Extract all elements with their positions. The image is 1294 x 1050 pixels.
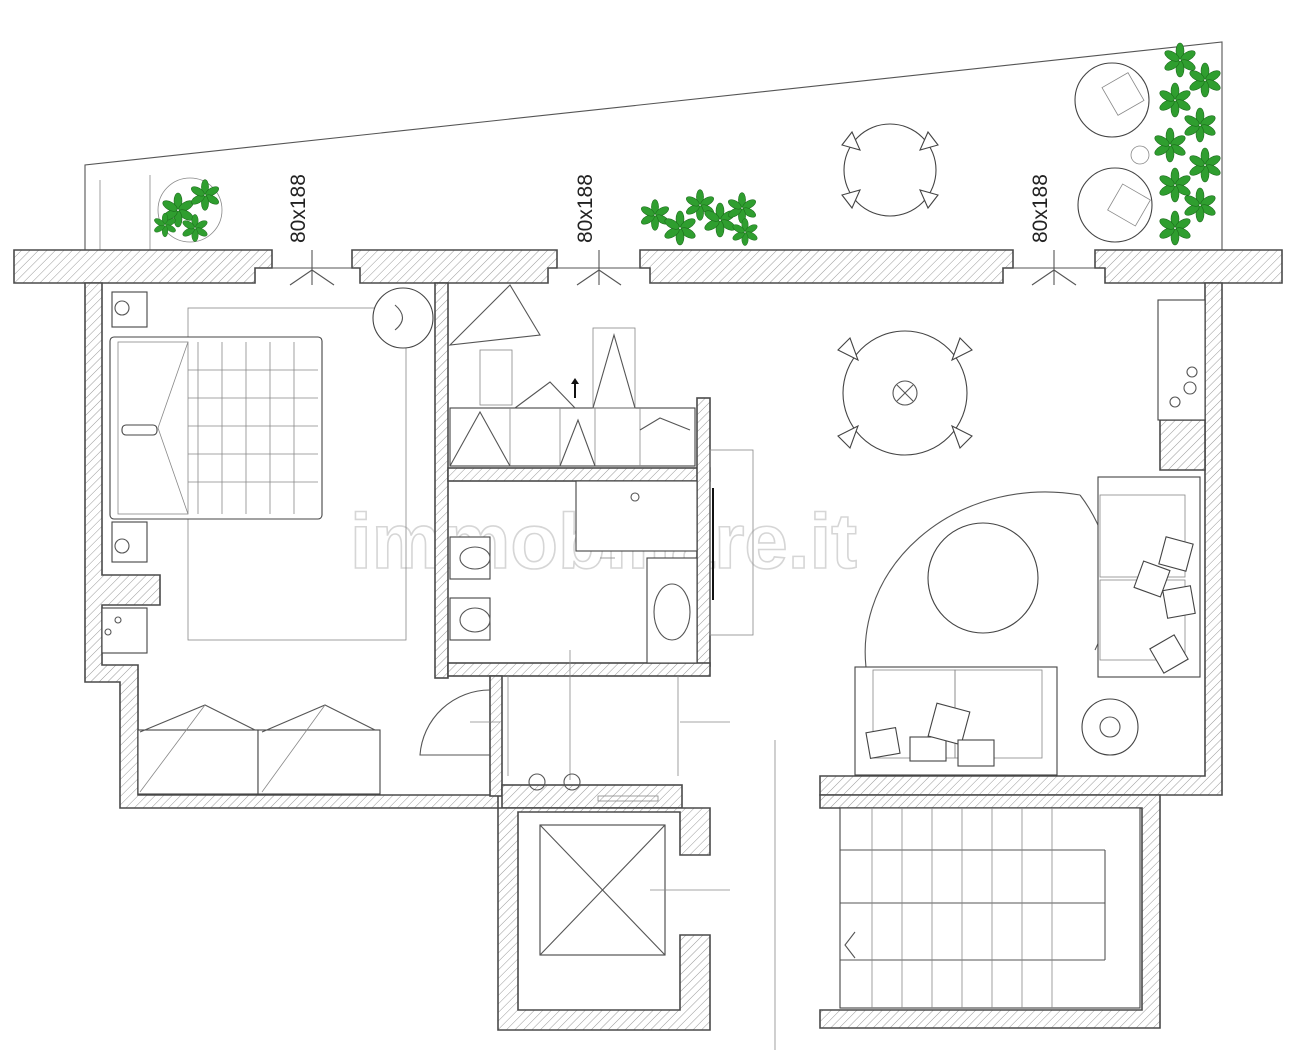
bathroom — [449, 449, 754, 664]
coffee-table — [927, 522, 1039, 634]
living-room — [837, 299, 1206, 776]
window-dimension-label: 80x188 — [574, 174, 597, 243]
window-marker-3: 80x188 — [1013, 174, 1095, 286]
staircase — [839, 807, 1141, 1009]
rug — [864, 491, 1081, 681]
interior-walls — [434, 282, 711, 809]
kitchen — [1157, 299, 1206, 421]
terrace-table — [841, 123, 939, 217]
terrace — [84, 41, 1223, 250]
plant-icon — [1152, 42, 1223, 246]
lamp-icon — [1081, 698, 1139, 756]
window-dimension-label: 80x188 — [287, 174, 310, 243]
bidet — [449, 536, 491, 580]
hallway — [419, 650, 730, 802]
window-marker-1: 80x188 — [272, 174, 352, 286]
internal-stair — [448, 284, 696, 467]
stair-core — [497, 740, 1161, 1050]
window-marker-2: 80x188 — [557, 174, 640, 286]
bathtub — [646, 557, 698, 664]
double-bed — [109, 336, 323, 520]
sofa-bottom — [854, 666, 1058, 776]
dining-table — [837, 330, 973, 456]
terrace-chairs — [1074, 62, 1153, 243]
north-wall — [13, 249, 1283, 284]
bedroom — [101, 287, 434, 795]
sofa-right — [1097, 476, 1201, 678]
toilet — [449, 597, 491, 641]
plant-icon — [639, 189, 759, 246]
stair-down-arrow-icon — [844, 931, 856, 959]
window-dimension-label: 80x188 — [1029, 174, 1052, 243]
shower — [575, 480, 698, 552]
wardrobe — [137, 704, 381, 795]
plant-icon — [152, 177, 223, 243]
